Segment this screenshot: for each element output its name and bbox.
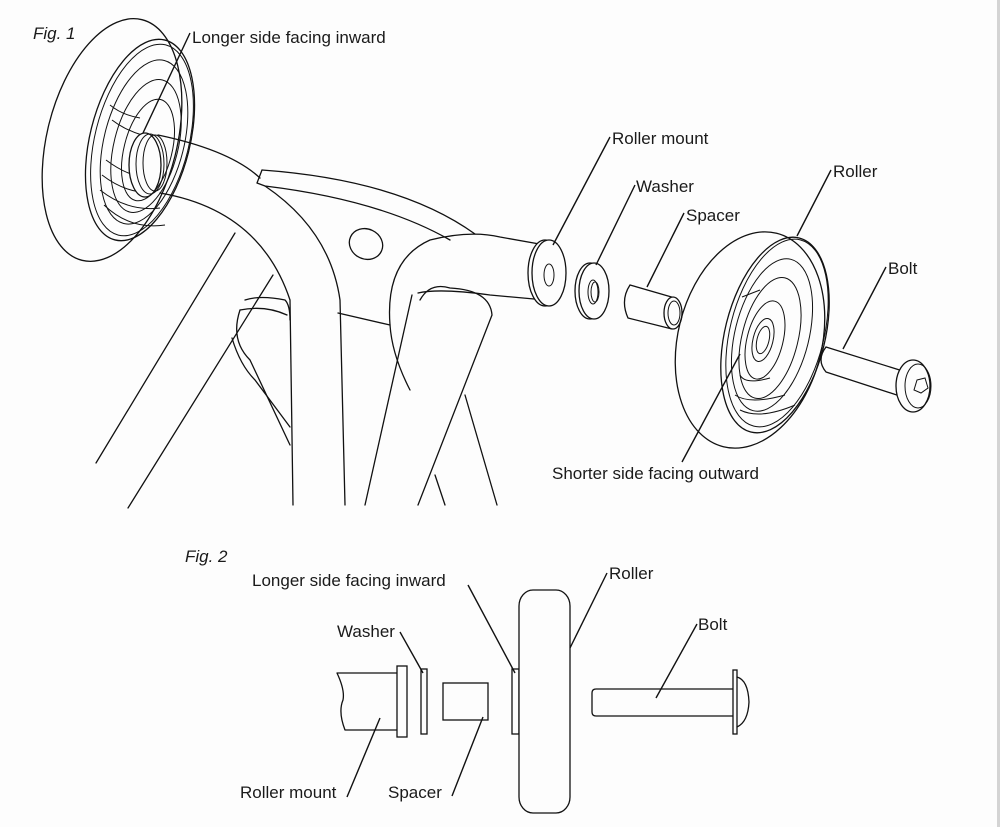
- fig1-label-roller-mount: Roller mount: [612, 129, 709, 148]
- fig1-roller-mount-part: [527, 239, 567, 307]
- page-edge-divider: [997, 0, 1000, 827]
- fig1-right-roller: [674, 231, 830, 449]
- fig1-bolt-part: [820, 346, 932, 413]
- fig1-leader-lines: [142, 32, 887, 463]
- fig1-left-roller: [41, 18, 196, 262]
- fig1-label-washer: Washer: [636, 177, 694, 196]
- fig2-label-bolt: Bolt: [698, 615, 728, 634]
- fig1-axle-collar: [128, 132, 168, 198]
- fig2-illustration: [336, 572, 750, 814]
- fig1-label-shorter-side: Shorter side facing outward: [552, 464, 759, 483]
- fig2-label-longer-side: Longer side facing inward: [252, 571, 446, 590]
- fig1-washer-part: [574, 262, 610, 320]
- fig1-spacer-part: [623, 284, 683, 330]
- fig2-label-roller-mount: Roller mount: [240, 783, 337, 802]
- fig1-label-roller: Roller: [833, 162, 878, 181]
- fig1-label-spacer: Spacer: [686, 206, 740, 225]
- fig2-label-roller: Roller: [609, 564, 654, 583]
- fig1-label-bolt: Bolt: [888, 259, 918, 278]
- fig2-title: Fig. 2: [185, 547, 228, 566]
- fig1-label-longer-side: Longer side facing inward: [192, 28, 386, 47]
- fig1-title: Fig. 1: [33, 24, 76, 43]
- fig2-label-spacer: Spacer: [388, 783, 442, 802]
- fig2-label-washer: Washer: [337, 622, 395, 641]
- fig1-frame: [95, 134, 546, 509]
